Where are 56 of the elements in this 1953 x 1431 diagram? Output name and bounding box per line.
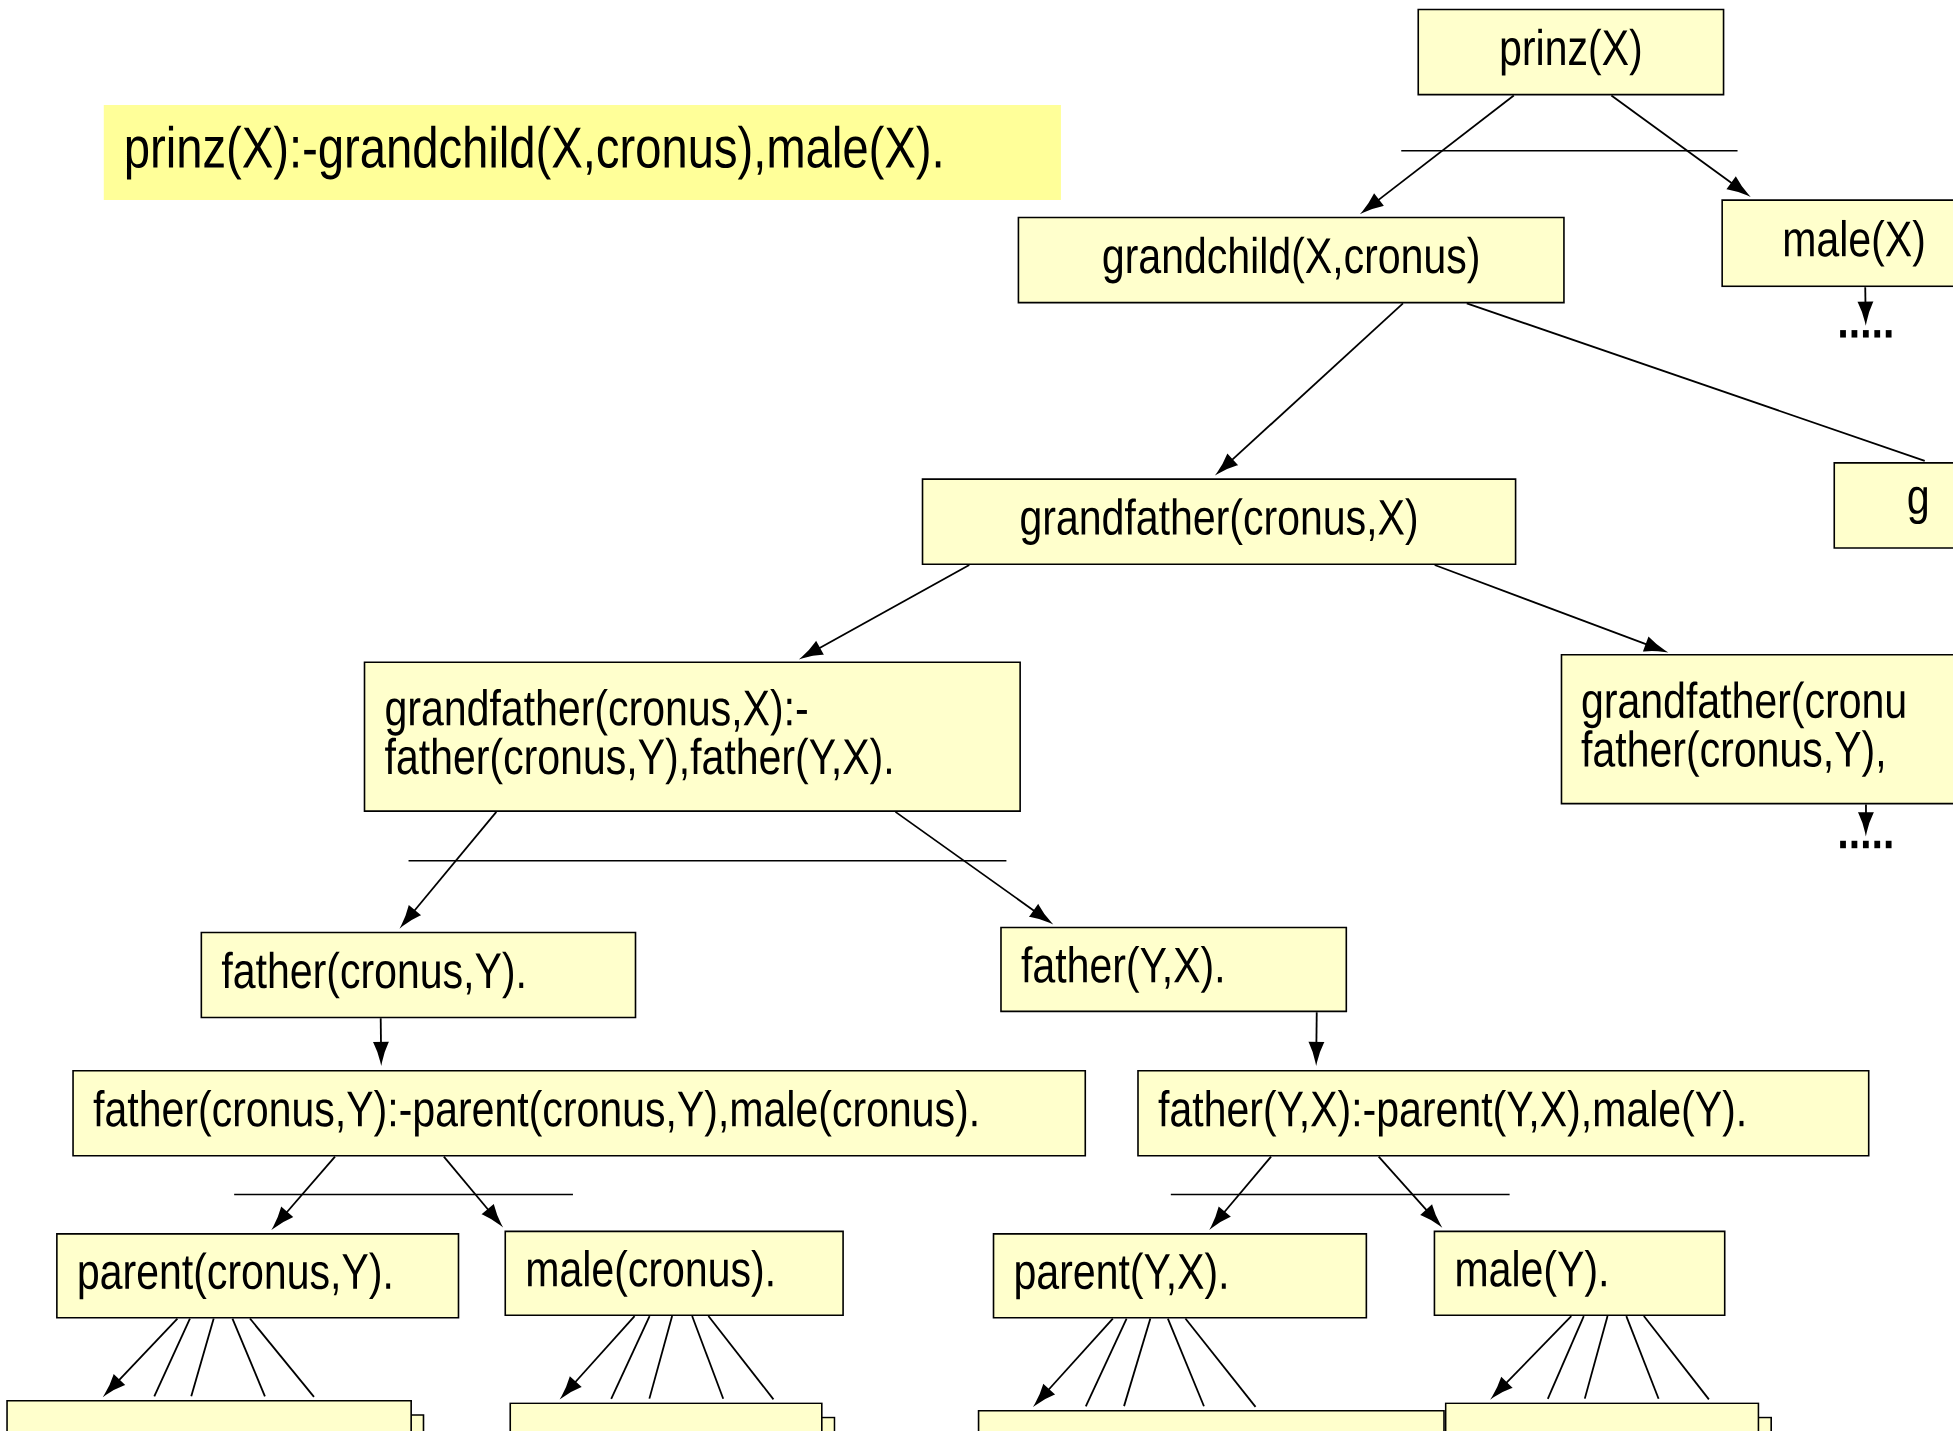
connector-line xyxy=(1184,1317,1257,1408)
connector-line xyxy=(691,1315,725,1400)
connector-line xyxy=(1642,1315,1710,1401)
goal-box: parent(Y,X). xyxy=(992,1233,1368,1319)
arrow xyxy=(894,810,1051,923)
goal-box: prinz(X) xyxy=(1417,8,1725,96)
goal-box: father(Y,X). xyxy=(1000,926,1348,1013)
connector-line xyxy=(1166,1317,1205,1408)
connector-line xyxy=(190,1317,215,1397)
connector-line xyxy=(648,1315,674,1400)
connector-line xyxy=(1084,1317,1128,1408)
connector-line xyxy=(1465,302,1926,462)
goal-box: grandchild(X,cronus) xyxy=(1017,216,1565,304)
arrow xyxy=(442,1155,502,1226)
arrow xyxy=(801,564,971,659)
ellipsis-text: ..... xyxy=(1840,840,1892,849)
goal-box: g xyxy=(1833,462,1953,549)
arrow xyxy=(1610,94,1749,196)
arrow xyxy=(1211,1155,1272,1228)
arrow xyxy=(1362,94,1515,213)
connector-line xyxy=(1625,1315,1660,1400)
arrow xyxy=(104,1317,179,1395)
goal-box: male(Y). xyxy=(1433,1230,1726,1316)
arrow xyxy=(1492,1315,1573,1398)
goal-box: father(cronus,Y):-parent(cronus,Y),male(cronus). xyxy=(72,1069,1087,1157)
connector-line xyxy=(231,1317,266,1398)
goal-box: father(cronus,Y). xyxy=(200,931,637,1019)
arrow xyxy=(1433,564,1666,652)
goal-box: grandfather(cronu father(cronus,Y), xyxy=(1560,653,1953,805)
arrow xyxy=(273,1155,336,1228)
connector-line xyxy=(707,1315,775,1401)
stacked-box xyxy=(977,1409,1445,1431)
stacked-box xyxy=(6,1399,425,1431)
connector-line xyxy=(1583,1315,1609,1400)
connector-line xyxy=(153,1317,191,1398)
goal-box: grandfather(cronus,X):- father(cronus,Y),father(Y,X). xyxy=(363,661,1021,812)
goal-box: grandfather(cronus,X) xyxy=(921,478,1517,565)
goal-box: male(cronus). xyxy=(504,1230,844,1316)
arrow xyxy=(1034,1317,1114,1405)
connector-line xyxy=(1123,1317,1152,1407)
goal-box: father(Y,X):-parent(Y,X),male(Y). xyxy=(1137,1069,1870,1157)
arrow xyxy=(373,1017,389,1063)
arrow xyxy=(1377,1155,1441,1226)
arrow xyxy=(401,810,498,927)
ellipsis-text: ..... xyxy=(1840,330,1892,338)
arrow xyxy=(1308,1011,1324,1063)
connector-line xyxy=(1546,1315,1585,1400)
connector-line xyxy=(249,1317,315,1398)
stacked-box xyxy=(509,1402,836,1431)
goal-box: parent(cronus,Y). xyxy=(56,1233,460,1319)
arrow xyxy=(1858,286,1873,323)
stacked-box xyxy=(1444,1402,1772,1431)
arrow xyxy=(561,1315,636,1398)
connector-line xyxy=(610,1315,651,1400)
arrow xyxy=(1217,302,1404,474)
goal-box: male(X) xyxy=(1721,199,1953,288)
